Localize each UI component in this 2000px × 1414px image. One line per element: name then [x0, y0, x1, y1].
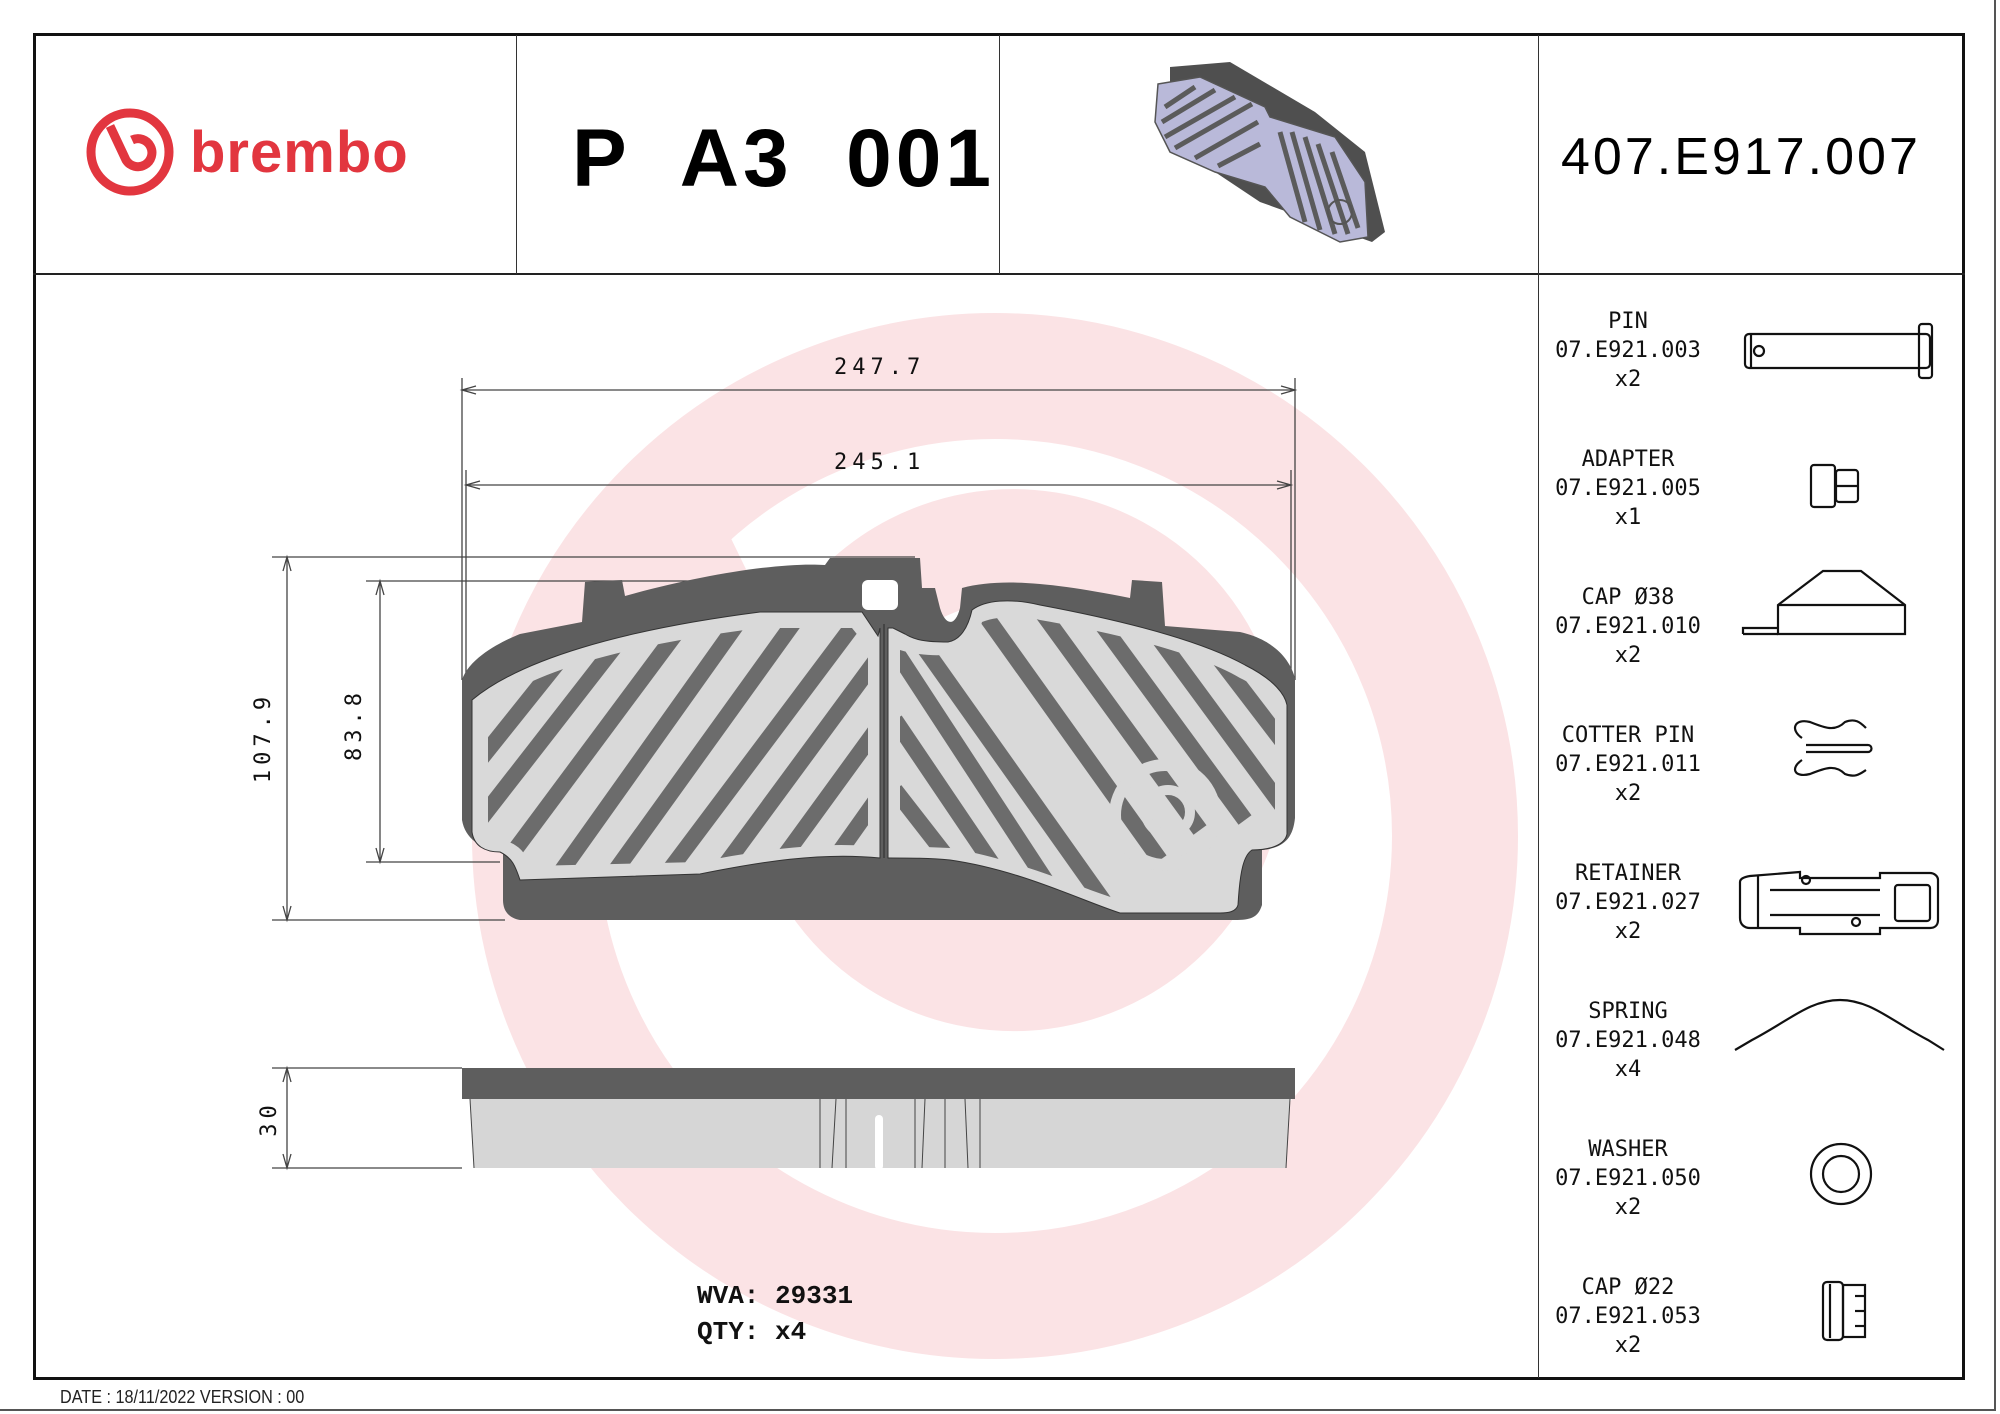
- part-item-spring: SPRING 07.E921.048 x4: [1540, 997, 1716, 1084]
- qty-line: QTY: x4: [697, 1314, 806, 1350]
- dim-overall-width: 247.7: [834, 355, 926, 380]
- part-qty: x4: [1614, 1057, 1642, 1082]
- brembo-logo-icon: [86, 108, 174, 196]
- header-col-divider-1: [516, 35, 517, 274]
- qty-label: QTY:: [697, 1317, 760, 1347]
- part-name: PIN: [1608, 309, 1648, 334]
- washer-icon: [1809, 1142, 1873, 1206]
- part-item-pin: PIN 07.E921.003 x2: [1540, 307, 1716, 394]
- dim-thickness: 30: [256, 1100, 282, 1137]
- part-name: CAP Ø38: [1581, 585, 1675, 610]
- part-qty: x2: [1614, 1195, 1642, 1220]
- brand-wordmark: brembo: [190, 119, 409, 185]
- cotter-pin-icon: [1793, 719, 1873, 777]
- brake-pad-thumbnail-icon: [1154, 62, 1385, 243]
- header-divider: [33, 273, 1965, 275]
- part-code: 07.E921.003: [1555, 338, 1701, 363]
- part-name: SPRING: [1588, 999, 1668, 1024]
- part-item-adapter: ADAPTER 07.E921.005 x1: [1540, 445, 1716, 532]
- wva-label: WVA:: [697, 1281, 760, 1311]
- part-code: 07.E921.027: [1555, 890, 1701, 915]
- dim-friction-height: 83.8: [341, 688, 367, 761]
- part-name: CAP Ø22: [1581, 1275, 1675, 1300]
- reference-code: 407.E917.007: [1561, 128, 1921, 186]
- part-code: 07.E921.011: [1555, 752, 1701, 777]
- part-item-retainer: RETAINER 07.E921.027 x2: [1540, 859, 1716, 946]
- part-qty: x2: [1614, 643, 1642, 668]
- part-code: 07.E921.010: [1555, 614, 1701, 639]
- part-qty: x2: [1614, 919, 1642, 944]
- part-name: ADAPTER: [1581, 447, 1675, 472]
- date-version-footer: DATE : 18/11/2022 VERSION : 00: [60, 1387, 305, 1407]
- part-code: 07.E921.053: [1555, 1304, 1701, 1329]
- part-qty: x2: [1614, 781, 1642, 806]
- brake-pad-front-view: [462, 558, 1295, 920]
- part-name: RETAINER: [1575, 861, 1681, 886]
- part-code: 07.E921.048: [1555, 1028, 1701, 1053]
- part-name: WASHER: [1588, 1137, 1668, 1162]
- part-qty: x2: [1614, 367, 1642, 392]
- part-qty: x1: [1614, 505, 1642, 530]
- part-item-washer: WASHER 07.E921.050 x2: [1540, 1135, 1716, 1222]
- wva-line: WVA: 29331: [697, 1278, 853, 1314]
- adapter-icon: [1809, 463, 1860, 509]
- retainer-icon: [1738, 870, 1940, 936]
- part-item-cap-38: CAP Ø38 07.E921.010 x2: [1540, 583, 1716, 670]
- dim-overall-height: 107.9: [251, 691, 277, 784]
- brembo-logo: brembo: [84, 106, 504, 198]
- brake-pad-side-view: [462, 1068, 1295, 1170]
- qty-value: x4: [775, 1317, 807, 1347]
- product-code: P A3 001: [572, 113, 995, 204]
- dim-friction-width: 245.1: [834, 450, 926, 475]
- parts-column-divider: [1538, 35, 1539, 1378]
- part-item-cap-22: CAP Ø22 07.E921.053 x2: [1540, 1273, 1716, 1360]
- part-code: 07.E921.005: [1555, 476, 1701, 501]
- cap-22-icon: [1821, 1280, 1867, 1342]
- drawing-sheet: [33, 33, 1965, 1380]
- part-qty: x2: [1614, 1333, 1642, 1358]
- part-code: 07.E921.050: [1555, 1166, 1701, 1191]
- part-name: COTTER PIN: [1561, 723, 1695, 748]
- header-col-divider-2: [999, 35, 1000, 274]
- part-item-cotter-pin: COTTER PIN 07.E921.011 x2: [1540, 721, 1716, 808]
- pin-icon: [1743, 322, 1934, 380]
- spring-icon: [1734, 998, 1945, 1051]
- cap-38-icon: [1741, 569, 1907, 636]
- wva-value: 29331: [775, 1281, 854, 1311]
